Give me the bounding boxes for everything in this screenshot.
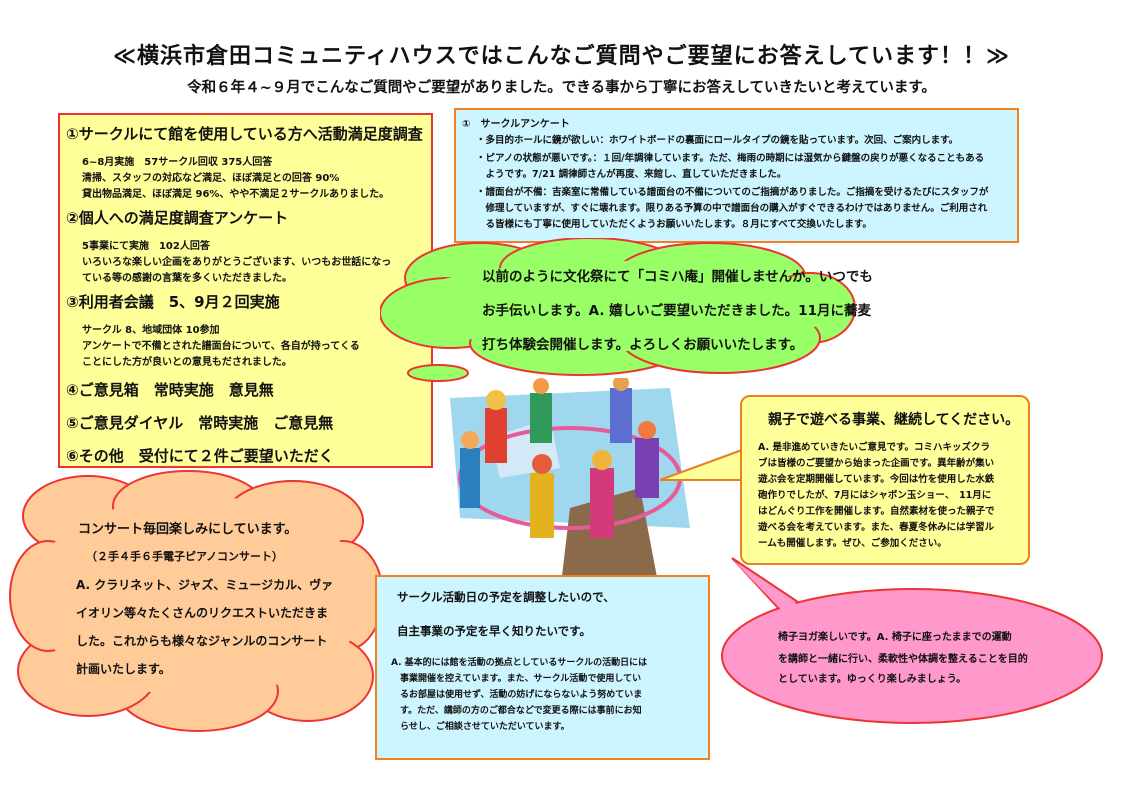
schedule-line: るお部屋は使用せず、活動の妨げにならないよう努めていま [391, 690, 643, 700]
family-box-line: 砲作りでしたが、7月にはシャボン玉ショー、 11月に [758, 490, 992, 501]
circle-survey-title: ① サークルアンケート [462, 119, 570, 130]
concert-line: A. クラリネット、ジャズ、ミュージカル、ヴァ [76, 578, 334, 592]
schedule-line: 事業開催を控えています。また、サークル活動で使用してい [391, 674, 642, 684]
survey-summary-panel: ①サークルにて館を使用している方へ活動満足度調査 6~8月実施 57サークル回収… [58, 113, 433, 468]
concert-subtitle: （２手４手６手電子ピアノコンサート） [86, 550, 284, 563]
circle-survey-line: ・多目的ホールに鏡が欲しい：ホワイトボードの裏面にロールタイプの鏡を貼っています… [476, 135, 959, 146]
green-bubble-line: 以前のように文化祭にて「コミハ庵」開催しませんか。いつでも [482, 269, 873, 285]
section-4-title: ④ご意見箱 常時実施 意見無 [66, 381, 274, 399]
circle-survey-line: ようです。7/21 調律師さんが再度、来館し、直していただきました。 [476, 169, 787, 180]
section-2-line: ている等の感謝の言葉を多くいただきました。 [82, 273, 292, 284]
section-1-line: 6~8月実施 57サークル回収 375人回答 [82, 157, 273, 168]
page-subtitle: 令和６年４~９月でこんなご質問やご要望がありました。できる事から丁寧にお答えして… [187, 80, 936, 96]
yoga-speech-bubble [721, 557, 1103, 724]
yoga-line: としています。ゆっくり楽しみましょう。 [778, 674, 967, 685]
schedule-line: らせし、ご相談させていただいています。 [391, 722, 570, 732]
section-1-title: ①サークルにて館を使用している方へ活動満足度調査 [66, 125, 423, 143]
family-box-title: 親子で遊べる事業、継続してください。 [768, 412, 1020, 428]
family-box-line: ームも開催します。ぜひ、ご参加ください。 [758, 538, 947, 549]
family-box-line: A. 是非進めていきたいご意見です。コミハキッズクラ [758, 442, 990, 453]
family-box-line: ブは皆様のご要望から始まった企画です。異年齢が集い [758, 458, 995, 469]
schedule-title-2: 自主事業の予定を早く知りたいです。 [397, 624, 592, 638]
yoga-line: 椅子ヨガ楽しいです。A. 椅子に座ったままでの運動 [778, 632, 1012, 643]
section-5-title: ⑤ご意見ダイヤル 常時実施 ご意見無 [66, 414, 334, 432]
section-3-line: ことにした方が良いとの意見もだされました。 [82, 357, 292, 368]
schedule-title: サークル活動日の予定を調整したいので、 [397, 590, 615, 604]
schedule-request-box: サークル活動日の予定を調整したいので、 自主事業の予定を早く知りたいです。 A.… [375, 575, 710, 760]
concert-title: コンサート毎回楽しみにしています。 [78, 522, 298, 537]
circle-survey-line: ・ピアノの状態が悪いです。：１回/年調律しています。ただ、梅雨の時期には湿気から… [476, 153, 985, 164]
green-thought-cloud [380, 238, 856, 382]
circle-survey-box: ① サークルアンケート ・多目的ホールに鏡が欲しい：ホワイトボードの裏面にロール… [454, 108, 1019, 243]
schedule-line: A. 基本的には館を活動の拠点としているサークルの活動日には [391, 658, 648, 668]
concert-cloud [9, 470, 384, 732]
family-box-line: 遊ぶ会を定期開催しています。今回は竹を使用した水鉄 [758, 474, 995, 485]
green-bubble-line: 打ち体験会開催します。よろしくお願いいたします。 [482, 337, 804, 353]
yoga-line: を講師と一緒に行い、柔軟性や体調を整えることを目的 [778, 654, 1028, 665]
schedule-line: す。ただ、講師の方のご都合などで変更る際には事前にお知 [391, 706, 642, 716]
concert-line: イオリン等々たくさんのリクエストいただきま [76, 606, 329, 620]
circle-survey-line: ・譜面台が不備：吉楽室に常備している譜面台の不備についてのご指摘がありました。ご… [476, 187, 989, 198]
section-2-line: いろいろな楽しい企画をありがとうございます、いつもお世話になっ [82, 257, 392, 268]
family-events-box: 親子で遊べる事業、継続してください。 A. 是非進めていきたいご意見です。コミハ… [740, 395, 1030, 565]
section-3-title: ③利用者会議 5、9月２回実施 [66, 293, 280, 311]
section-2-title: ②個人への満足度調査アンケート [66, 209, 289, 227]
section-1-line: 貸出物品満足、ほぼ満足 96%、やや不満足２サークルありました。 [82, 189, 390, 200]
page-title: ≪横浜市倉田コミュニティハウスではこんなご質問やご要望にお答えしています！！≫ [112, 44, 1011, 69]
concert-line: 計画いたします。 [76, 662, 171, 676]
concert-line: した。これからも様々なジャンルのコンサート [76, 634, 328, 648]
circle-survey-line: 修理していますが、すぐに壊れます。限りある予算の中で譜面台の購入がすぐできるわけ… [476, 203, 988, 214]
section-1-line: 清掃、スタッフの対応など満足、ほぼ満足との回答 90% [82, 173, 340, 184]
green-bubble-line: お手伝いします。A. 嬉しいご要望いただきました。11月に蕎麦 [482, 303, 871, 319]
family-box-line: 遊べる会を考えています。また、春夏冬休みには学習ル [758, 522, 995, 533]
section-3-line: サークル 8、地域団体 10参加 [82, 325, 220, 336]
section-2-line: 5事業にて実施 102人回答 [82, 241, 210, 252]
family-box-line: はどんぐり工作を開催します。自然素材を使った親子で [758, 506, 995, 517]
section-6-title: ⑥その他 受付にて２件ご要望いただく [66, 447, 334, 465]
section-3-line: アンケートで不備とされた譜面台について、各自が持ってくる [82, 341, 360, 352]
circle-survey-line: る皆様にも丁寧に使用していただくようお願いいたします。８月にすべて交換いたします… [476, 219, 872, 230]
